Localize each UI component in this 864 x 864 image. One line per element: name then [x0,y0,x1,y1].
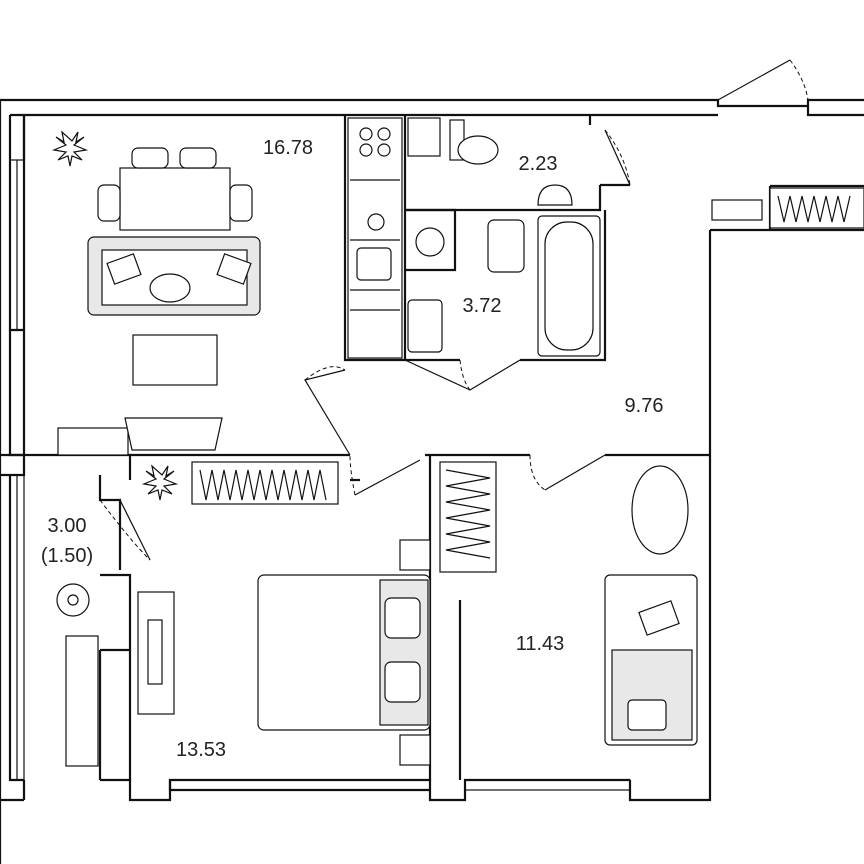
bedroom-wardrobe [439,461,497,573]
hall-wardrobe [191,461,339,505]
laptop-icon [638,600,680,636]
bedroom-small-area: 11.43 [516,633,565,655]
kitchen-counter [347,117,403,359]
rug [132,334,218,386]
wc-sink [537,184,573,206]
toilet-icon [449,119,499,165]
dining-set [97,147,253,231]
balcony-area: 3.00 [48,515,87,537]
tv-stand [57,417,223,456]
windows [9,159,631,791]
round-rug [631,465,689,555]
bathtub-icon [537,215,601,357]
ceiling-light-icon [141,464,179,501]
wc-area: 2.23 [519,153,558,175]
ceiling-light-icon [51,130,89,167]
sofa [87,236,261,316]
balcony-area-sub: (1.50) [41,545,93,567]
living-room-area: 16.78 [263,137,313,159]
hall-area: 9.76 [625,395,664,417]
bedroom-large-area: 13.53 [176,739,226,761]
sink-icon [356,247,392,281]
balcony-bench [65,635,99,767]
bed-icon [257,574,431,731]
bathroom-area: 3.72 [463,295,502,317]
doors [99,59,809,561]
desk-bed [604,574,698,746]
stove-icon [359,127,391,157]
